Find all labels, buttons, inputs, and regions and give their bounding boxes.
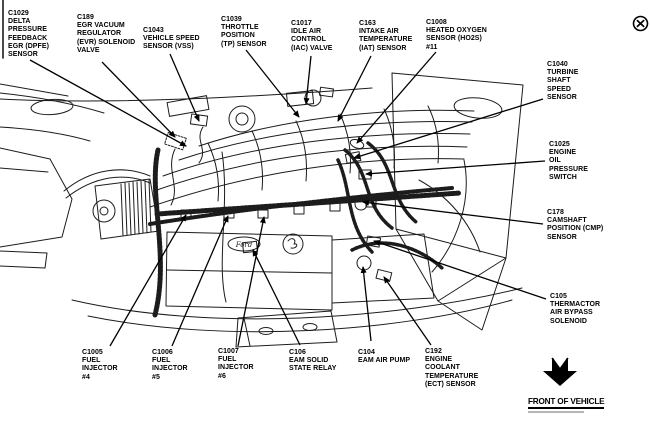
callout-C1025: C1025 ENGINE OIL PRESSURE SWITCH <box>549 141 588 181</box>
callout-C1040: C1040 TURBINE SHAFT SPEED SENSOR <box>547 61 579 101</box>
callout-C1007: C1007 FUEL INJECTOR #6 <box>218 348 254 380</box>
leader-C1039 <box>245 49 300 118</box>
ford-badge: Ford <box>227 236 261 252</box>
leader-C106 <box>252 249 301 346</box>
callout-C178: C178 CAMSHAFT POSITION (CMP) SENSOR <box>547 209 604 241</box>
leader-C104 <box>360 266 372 342</box>
callout-C1039: C1039 THROTTLE POSITION (TP) SENSOR <box>221 16 267 48</box>
callout-C189: C189 EGR VACUUM REGULATOR (EVR) SOLENOID… <box>77 14 136 54</box>
leader-C189 <box>101 61 176 138</box>
callout-C1006: C1006 FUEL INJECTOR #5 <box>152 349 188 381</box>
ford-badge-text: Ford <box>235 241 253 249</box>
leader-C1007 <box>237 216 266 347</box>
leader-C1043 <box>169 53 200 122</box>
wiring-harness <box>148 141 463 318</box>
leader-C1005 <box>109 214 187 347</box>
callout-C1005: C1005 FUEL INJECTOR #4 <box>82 349 118 381</box>
callout-C1043: C1043 VEHICLE SPEED SENSOR (VSS) <box>143 27 200 51</box>
oil-cap <box>228 105 256 133</box>
leader-C1025 <box>365 160 546 177</box>
front-of-vehicle-microtext-line <box>528 411 584 413</box>
callout-C105: C105 THERMACTOR AIR BYPASS SOLENOID <box>550 293 601 325</box>
front-of-vehicle-label: FRONT OF VEHICLE <box>528 397 605 409</box>
callout-C1008: C1008 HEATED OXYGEN SENSOR (HO2S) #11 <box>426 19 487 51</box>
front-of-vehicle-marker: FRONT OF VEHICLE <box>528 352 622 413</box>
callout-C192: C192 ENGINE COOLANT TEMPERATURE (ECT) SE… <box>425 348 479 388</box>
leader-C178 <box>362 199 544 225</box>
callout-C163: C163 INTAKE AIR TEMPERATURE (IAT) SENSOR <box>359 20 413 52</box>
close-button[interactable] <box>630 12 650 34</box>
callout-C1029: C1029 DELTA PRESSURE FEEDBACK EGR (DPFE)… <box>8 10 49 59</box>
leader-C1029 <box>29 59 187 147</box>
close-icon <box>632 15 649 32</box>
leader-C1008 <box>356 51 437 144</box>
leader-C192 <box>383 276 432 346</box>
intake-manifold <box>149 105 475 273</box>
callout-C106: C106 EAM SOLID STATE RELAY <box>289 349 337 373</box>
leader-C1017 <box>303 55 312 105</box>
left-fender <box>0 92 105 269</box>
mount-bracket <box>235 310 338 348</box>
callout-C1017: C1017 IDLE AIR CONTROL (IAC) VALVE <box>291 20 333 52</box>
callout-C104: C104 EAM AIR PUMP <box>358 349 411 365</box>
throttle-body <box>285 86 334 107</box>
leader-C1006 <box>171 215 229 347</box>
leader-C105 <box>373 240 547 300</box>
egr-cluster <box>164 95 210 206</box>
right-panel <box>391 72 524 331</box>
leader-C163 <box>337 55 372 122</box>
coolant-cap-emblem <box>282 233 304 255</box>
front-of-vehicle-arrow-icon <box>543 356 577 386</box>
cowl-lines <box>0 83 373 102</box>
leader-C1040 <box>353 98 544 160</box>
engine-block <box>165 151 435 311</box>
